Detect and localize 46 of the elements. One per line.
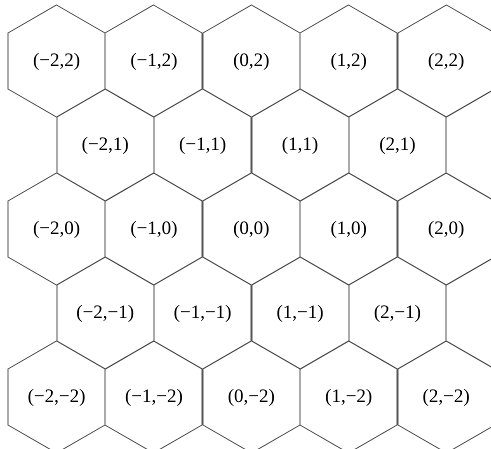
coordinate-label: (−1,−2) [124, 386, 183, 408]
coordinate-label: (−2,−1) [76, 302, 134, 324]
coordinate-label: (−1,0) [130, 218, 178, 240]
hexagon-cell [8, 5, 105, 117]
hexagon-cell [154, 257, 252, 369]
hexagon-cell [398, 173, 491, 285]
coordinate-label: (−1,−1) [174, 302, 232, 324]
coordinate-label: (0,2) [233, 50, 270, 72]
coordinate-label: (−2,1) [82, 134, 129, 156]
coordinate-label: (−1,2) [130, 50, 178, 72]
hexagon-cell [56, 257, 154, 369]
hexagon-cell [202, 341, 300, 449]
hexagon-cell [202, 5, 300, 117]
coordinate-label: (−1,1) [179, 134, 226, 156]
hexagon-cell [202, 173, 300, 285]
hexagon-cell [252, 89, 348, 201]
hexagon-cell [8, 173, 105, 285]
hexagon-cell [56, 89, 154, 201]
hexagon-cell [300, 341, 398, 449]
coordinate-label: (−2,−2) [28, 386, 86, 408]
hexagon-cell [105, 5, 202, 117]
coordinate-label: (1,0) [330, 218, 367, 240]
coordinate-label: (0,0) [233, 218, 270, 240]
coordinate-label: (0,−2) [228, 386, 275, 408]
coordinate-label: (2,1) [379, 134, 416, 156]
coordinate-label: (2,−2) [422, 386, 470, 408]
hexagon-cell [105, 341, 202, 449]
coordinate-label: (1,2) [330, 50, 367, 72]
hexagon-cell [300, 173, 398, 285]
hexagon-cell [105, 173, 202, 285]
hexagon-cell [154, 89, 252, 201]
hexagon-cell [300, 5, 398, 117]
hexagon-cell [252, 257, 348, 369]
coordinate-label: (2,0) [428, 218, 464, 240]
hexagon-cell [398, 341, 491, 449]
hexagon-cell [348, 257, 446, 369]
coordinate-label: (1,−2) [325, 386, 372, 408]
coordinate-label: (2,−1) [374, 302, 421, 324]
coordinate-label: (2,2) [428, 50, 464, 72]
coordinate-label: (−2,2) [32, 50, 80, 72]
hexagon-cell [8, 341, 105, 449]
hexagon-cell [348, 89, 446, 201]
coordinate-label: (1,−1) [276, 302, 324, 324]
coordinate-label: (1,1) [282, 134, 318, 156]
hexagon-cell [398, 5, 491, 117]
coordinate-label: (−2,0) [32, 218, 80, 240]
